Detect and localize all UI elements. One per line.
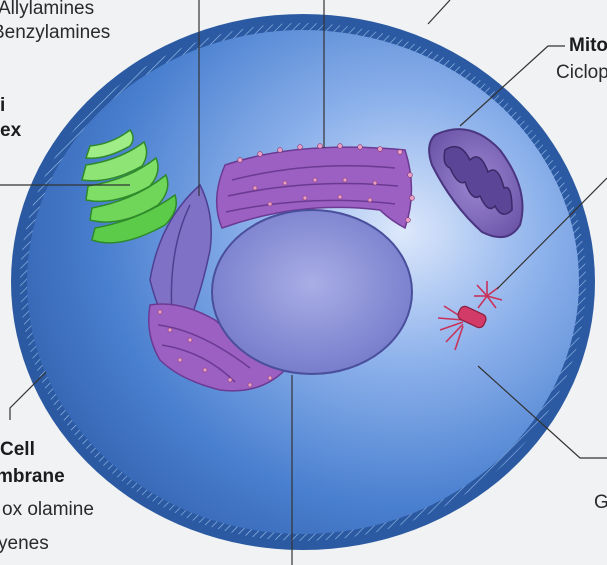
label-cell-membrane-1: Cell <box>0 439 35 460</box>
nucleus <box>211 209 413 375</box>
label-membrane-drug-2: yenes <box>0 533 49 554</box>
label-allylamines: Allylamines <box>0 0 95 19</box>
er-fold-4 <box>157 324 251 369</box>
er-fold-3 <box>225 199 396 213</box>
er-fold-5 <box>161 344 236 383</box>
leader-membrane <box>9 371 47 420</box>
leader-mitochondrion <box>459 45 565 127</box>
er-fold-1 <box>231 164 396 181</box>
label-cell-membrane-2: mbrane <box>0 466 65 487</box>
golgi-complex <box>81 128 177 244</box>
endoplasmic-reticulum <box>148 143 415 392</box>
golgi-stack-3 <box>85 156 159 203</box>
mitochondrion-cristae <box>443 145 513 215</box>
label-centrosome-drug: G <box>594 492 607 513</box>
rough-er-bottom <box>148 303 287 392</box>
golgi-stack-5 <box>84 128 134 159</box>
label-golgi-line-2: ex <box>0 120 22 141</box>
centrosome <box>437 281 503 351</box>
smooth-er-fold <box>170 204 191 316</box>
leader-centriole <box>496 177 607 290</box>
golgi-stack-4 <box>81 140 148 182</box>
golgi-stack-2 <box>89 173 169 223</box>
label-membrane-drug-1: ox olamine <box>2 499 94 520</box>
label-golgi-line-1: i <box>0 95 6 116</box>
ribosome-dots <box>157 143 415 388</box>
label-mitochondrion-drug: Ciclop <box>556 62 607 83</box>
centriole-cylinder <box>457 305 487 329</box>
er-fold-2 <box>227 182 399 197</box>
mitochondrion <box>428 128 524 239</box>
leader-cytoplasm <box>427 0 451 25</box>
label-benzylamines: Benzylamines <box>0 22 111 43</box>
leader-centrosome <box>477 365 607 459</box>
label-mitochondrion: Mito <box>569 35 607 56</box>
